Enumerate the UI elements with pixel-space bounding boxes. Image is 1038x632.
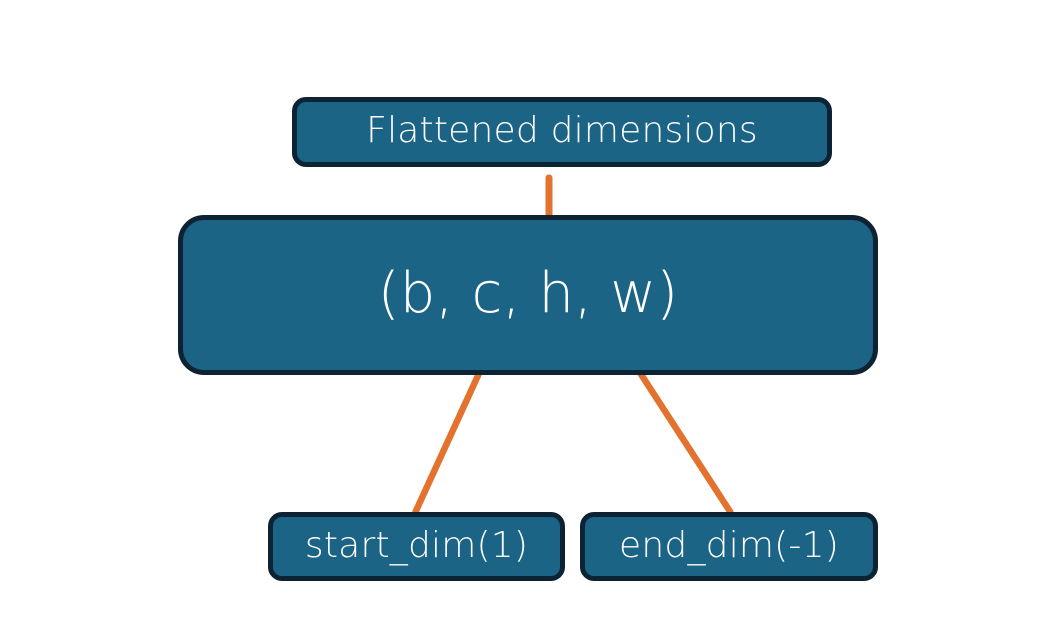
flattened-dimensions-box[interactable]: Flattened dimensions <box>292 97 832 167</box>
start-dim-box[interactable]: start_dim(1) <box>268 512 565 581</box>
end-dim-label: end_dim(-1) <box>619 524 839 566</box>
flattened-dimensions-label: Flattened dimensions <box>366 110 758 151</box>
end-dim-box[interactable]: end_dim(-1) <box>580 512 878 581</box>
start-dim-label: start_dim(1) <box>304 524 529 566</box>
tensor-shape-box[interactable]: (b, c, h, w) <box>178 215 878 375</box>
tensor-shape-label: (b, c, h, w) <box>377 261 679 326</box>
